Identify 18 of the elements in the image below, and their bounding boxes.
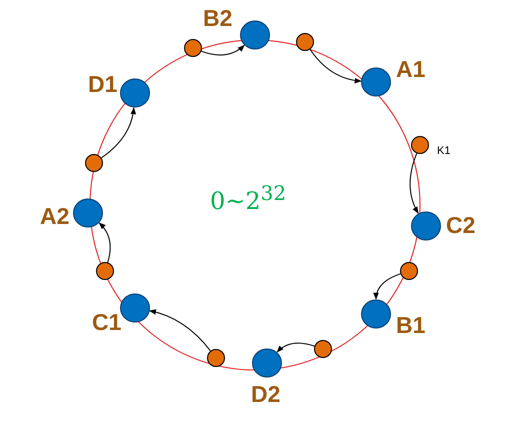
arrow [200, 44, 245, 56]
server-label: B1 [396, 314, 426, 337]
server-label: C2 [446, 214, 476, 237]
key-label: K1 [437, 146, 450, 157]
range-label: 0~2$^{32}$ [210, 183, 286, 213]
arrow [374, 273, 401, 300]
server-label: C1 [92, 311, 122, 334]
arrow [276, 342, 315, 352]
server-label: D1 [88, 73, 118, 96]
arrow [310, 48, 362, 84]
server-label: A1 [396, 58, 426, 81]
arrow [98, 222, 111, 263]
server-label: B2 [203, 7, 232, 30]
server-label: A2 [40, 205, 70, 228]
arrow [149, 309, 211, 352]
server-label: D2 [251, 383, 280, 406]
arrow [100, 107, 136, 158]
arrow [410, 152, 419, 214]
